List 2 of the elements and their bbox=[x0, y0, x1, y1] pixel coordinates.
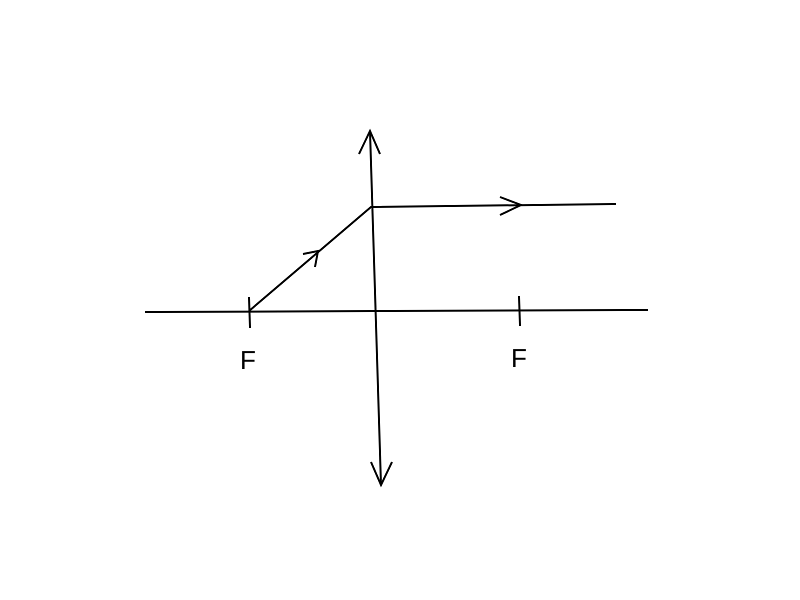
focal-point-label: F bbox=[511, 345, 527, 371]
focal-point-label: F bbox=[240, 347, 256, 373]
